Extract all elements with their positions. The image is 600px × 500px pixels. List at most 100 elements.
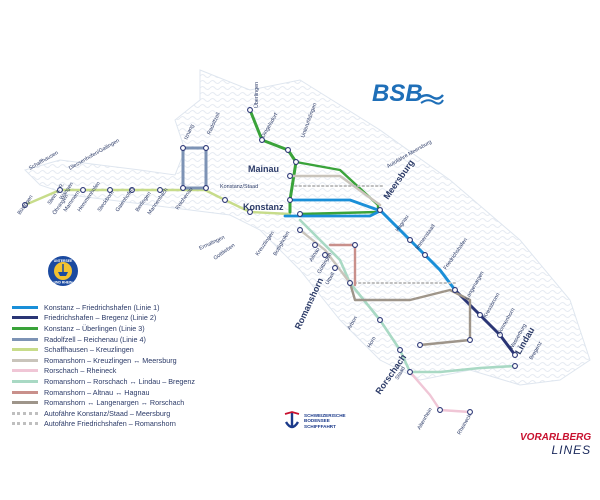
legend-label: Romanshorn – Kreuzlingen ↔ Meersburg [44,355,177,365]
station-marker [452,287,458,293]
legend-item: Autofähre Konstanz/Staad – Meersburg [12,408,242,419]
legend-swatch [12,326,38,330]
legend-item: Konstanz – Friedrichshafen (Linie 1) [12,302,242,313]
legend-swatch [12,358,38,362]
station-marker [287,197,293,203]
station-marker [107,187,113,193]
station-marker [332,265,338,271]
legend-item: Schaffhausen – Kreuzlingen [12,344,242,355]
station-marker [157,187,163,193]
station-marker [180,145,186,151]
legend-swatch [12,411,38,415]
station-marker [422,252,428,258]
legend-label: Rorschach – Rheineck [44,366,117,376]
station-marker [297,227,303,233]
line-1-lower [283,210,380,218]
legend-label: Friedrichshafen – Bregenz (Linie 2) [44,313,157,323]
legend-item: Rorschach – Rheineck [12,366,242,377]
station-marker [377,207,383,213]
legend-swatch [12,316,38,320]
place-label-station: Büsingen [17,194,35,216]
untersee-logo: UNTERSEE UND RHEIN [47,255,79,292]
vorarlberg-bottom-text: LINES [551,443,592,457]
station-marker [437,407,443,413]
bsb-logo: BSB [372,80,423,107]
line-romanshorn-rorschach [298,218,412,374]
station-marker [22,202,28,208]
station-marker [407,369,413,375]
legend-item: Romanshorn – Rorschach ↔ Lindau – Bregen… [12,376,242,387]
station-marker [467,337,473,343]
legend-swatch [12,401,38,405]
legend-item: Friedrichshafen – Bregenz (Linie 2) [12,313,242,324]
station-marker [80,187,86,193]
station-marker [377,317,383,323]
legend-label: Autofähre Konstanz/Staad – Meersburg [44,408,171,418]
station-marker [203,185,209,191]
legend-swatch [12,379,38,383]
station-marker [129,187,135,193]
station-marker [407,237,413,243]
legend-label: Konstanz – Friedrichshafen (Linie 1) [44,302,160,312]
station-marker [287,173,293,179]
legend-label: Romanshorn – Altnau ↔ Hagnau [44,387,150,397]
vorarlberg-lines-logo: VORARLBERG LINES [520,432,591,457]
station-marker [347,280,353,286]
line-kreuzlingen-meersburg [288,174,382,207]
line-2-friedrichshafen-bregenz [453,288,517,357]
station-marker [312,242,318,248]
legend-label: Autofähre Friedrichshafen – Romanshorn [44,419,176,429]
untersee-top-text: UNTERSEE [54,259,73,263]
legend-label: Konstanz – Überlingen (Linie 3) [44,323,145,333]
untersee-badge-icon: UNTERSEE UND RHEIN [48,256,78,286]
place-label-mainau: Mainau [248,164,279,174]
station-marker [285,147,291,153]
station-marker [512,352,518,358]
legend-swatch [12,369,38,373]
station-marker [203,145,209,151]
station-marker [259,137,265,143]
legend-item: Romanshorn ↔ Langenargen ↔ Rorschach [12,397,242,408]
legend-item: Konstanz – Überlingen (Linie 3) [12,323,242,334]
line-kreuzlingen-romanshorn [298,228,352,285]
legend-item: Radolfzell – Reichenau (Linie 4) [12,334,242,345]
station-marker [222,197,228,203]
sbs-text: SCHWEIZERISCHE BODENSEE SCHIFFFAHRT [304,413,346,429]
station-marker [57,187,63,193]
place-label-station: Gottlieben [213,243,237,262]
legend-swatch [12,337,38,341]
place-label-station: Uttwil [325,272,337,286]
legend-item: Romanshorn – Altnau ↔ Hagnau [12,387,242,398]
legend: Konstanz – Friedrichshafen (Linie 1)Frie… [12,302,242,429]
station-marker [322,252,328,258]
place-label-station: Rheineck [457,413,474,436]
sbs-anchor-icon [284,411,300,429]
place-label-station: Überlingen [253,82,260,108]
legend-label: Schaffhausen – Kreuzlingen [44,345,134,355]
station-marker [512,363,518,369]
line-1-upper [288,198,380,212]
station-marker [477,312,483,318]
legend-swatch [12,348,38,352]
place-label-station: Altenrhein [417,407,434,431]
line-rorschach-lindau [408,364,517,374]
place-label-konstanz: Konstanz [243,202,284,212]
station-marker [352,242,358,248]
untersee-bottom-text: UND RHEIN [54,281,73,285]
legend-item: Romanshorn – Kreuzlingen ↔ Meersburg [12,355,242,366]
bsb-wave-icon [418,94,444,105]
legend-label: Romanshorn ↔ Langenargen ↔ Rorschach [44,398,185,408]
line-rorschach-rheineck [408,370,472,414]
station-marker [397,347,403,353]
place-label-station: Horn [367,336,378,349]
station-marker [417,342,423,348]
legend-swatch [12,305,38,309]
legend-swatch [12,390,38,394]
station-marker [293,159,299,165]
vorarlberg-top-text: VORARLBERG [520,432,592,443]
place-label-romanshorn: Romanshorn [293,276,326,331]
station-marker [180,185,186,191]
station-marker [497,332,503,338]
